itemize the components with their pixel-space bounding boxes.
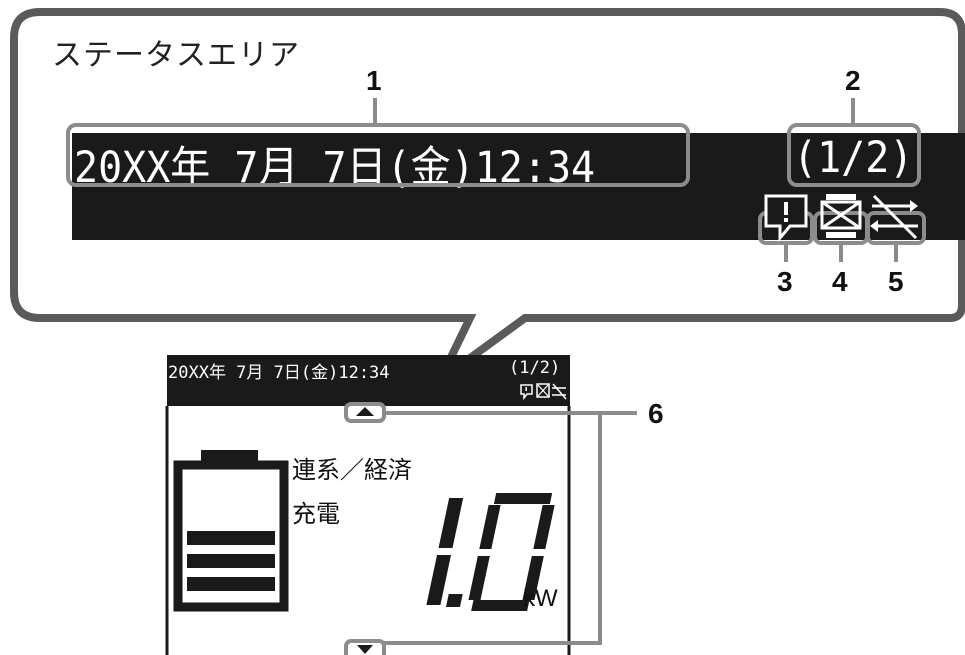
communication-error-icon-small [552, 383, 567, 400]
callout-number-4: 4 [832, 266, 848, 297]
message-alert-icon-small [520, 384, 533, 401]
page-indicator-magnified: (1/2) [793, 133, 914, 183]
page-indicator: (1/2) [509, 358, 561, 378]
power-unit-label: kW [523, 585, 558, 612]
status-bar [167, 355, 570, 406]
battery-level-bar [187, 554, 275, 568]
datetime-display: 20XX年 7月 7日(金)12:34 [168, 363, 390, 383]
status-area-title: ステータスエリア [52, 38, 300, 73]
power-value-display [426, 493, 555, 611]
callout-number-1: 1 [366, 65, 382, 96]
message-alert-icon [764, 194, 808, 243]
callout-number-5: 5 [888, 266, 904, 297]
communication-error-icon [870, 194, 918, 240]
battery-level-bar [187, 531, 275, 545]
battery-level-bar [187, 577, 275, 591]
printer-error-icon [820, 194, 862, 238]
battery-icon [173, 450, 289, 612]
printer-error-icon-small [536, 383, 550, 398]
battery-state-label: 充電 [292, 500, 340, 528]
callout-number-2: 2 [845, 65, 861, 96]
callout-number-6: 6 [648, 398, 664, 429]
highlight-box-1 [66, 123, 690, 187]
operation-mode-label: 連系／経済 [292, 456, 412, 484]
callout-number-3: 3 [777, 266, 793, 297]
scroll-down-icon [344, 639, 386, 655]
scroll-up-icon [344, 402, 386, 423]
